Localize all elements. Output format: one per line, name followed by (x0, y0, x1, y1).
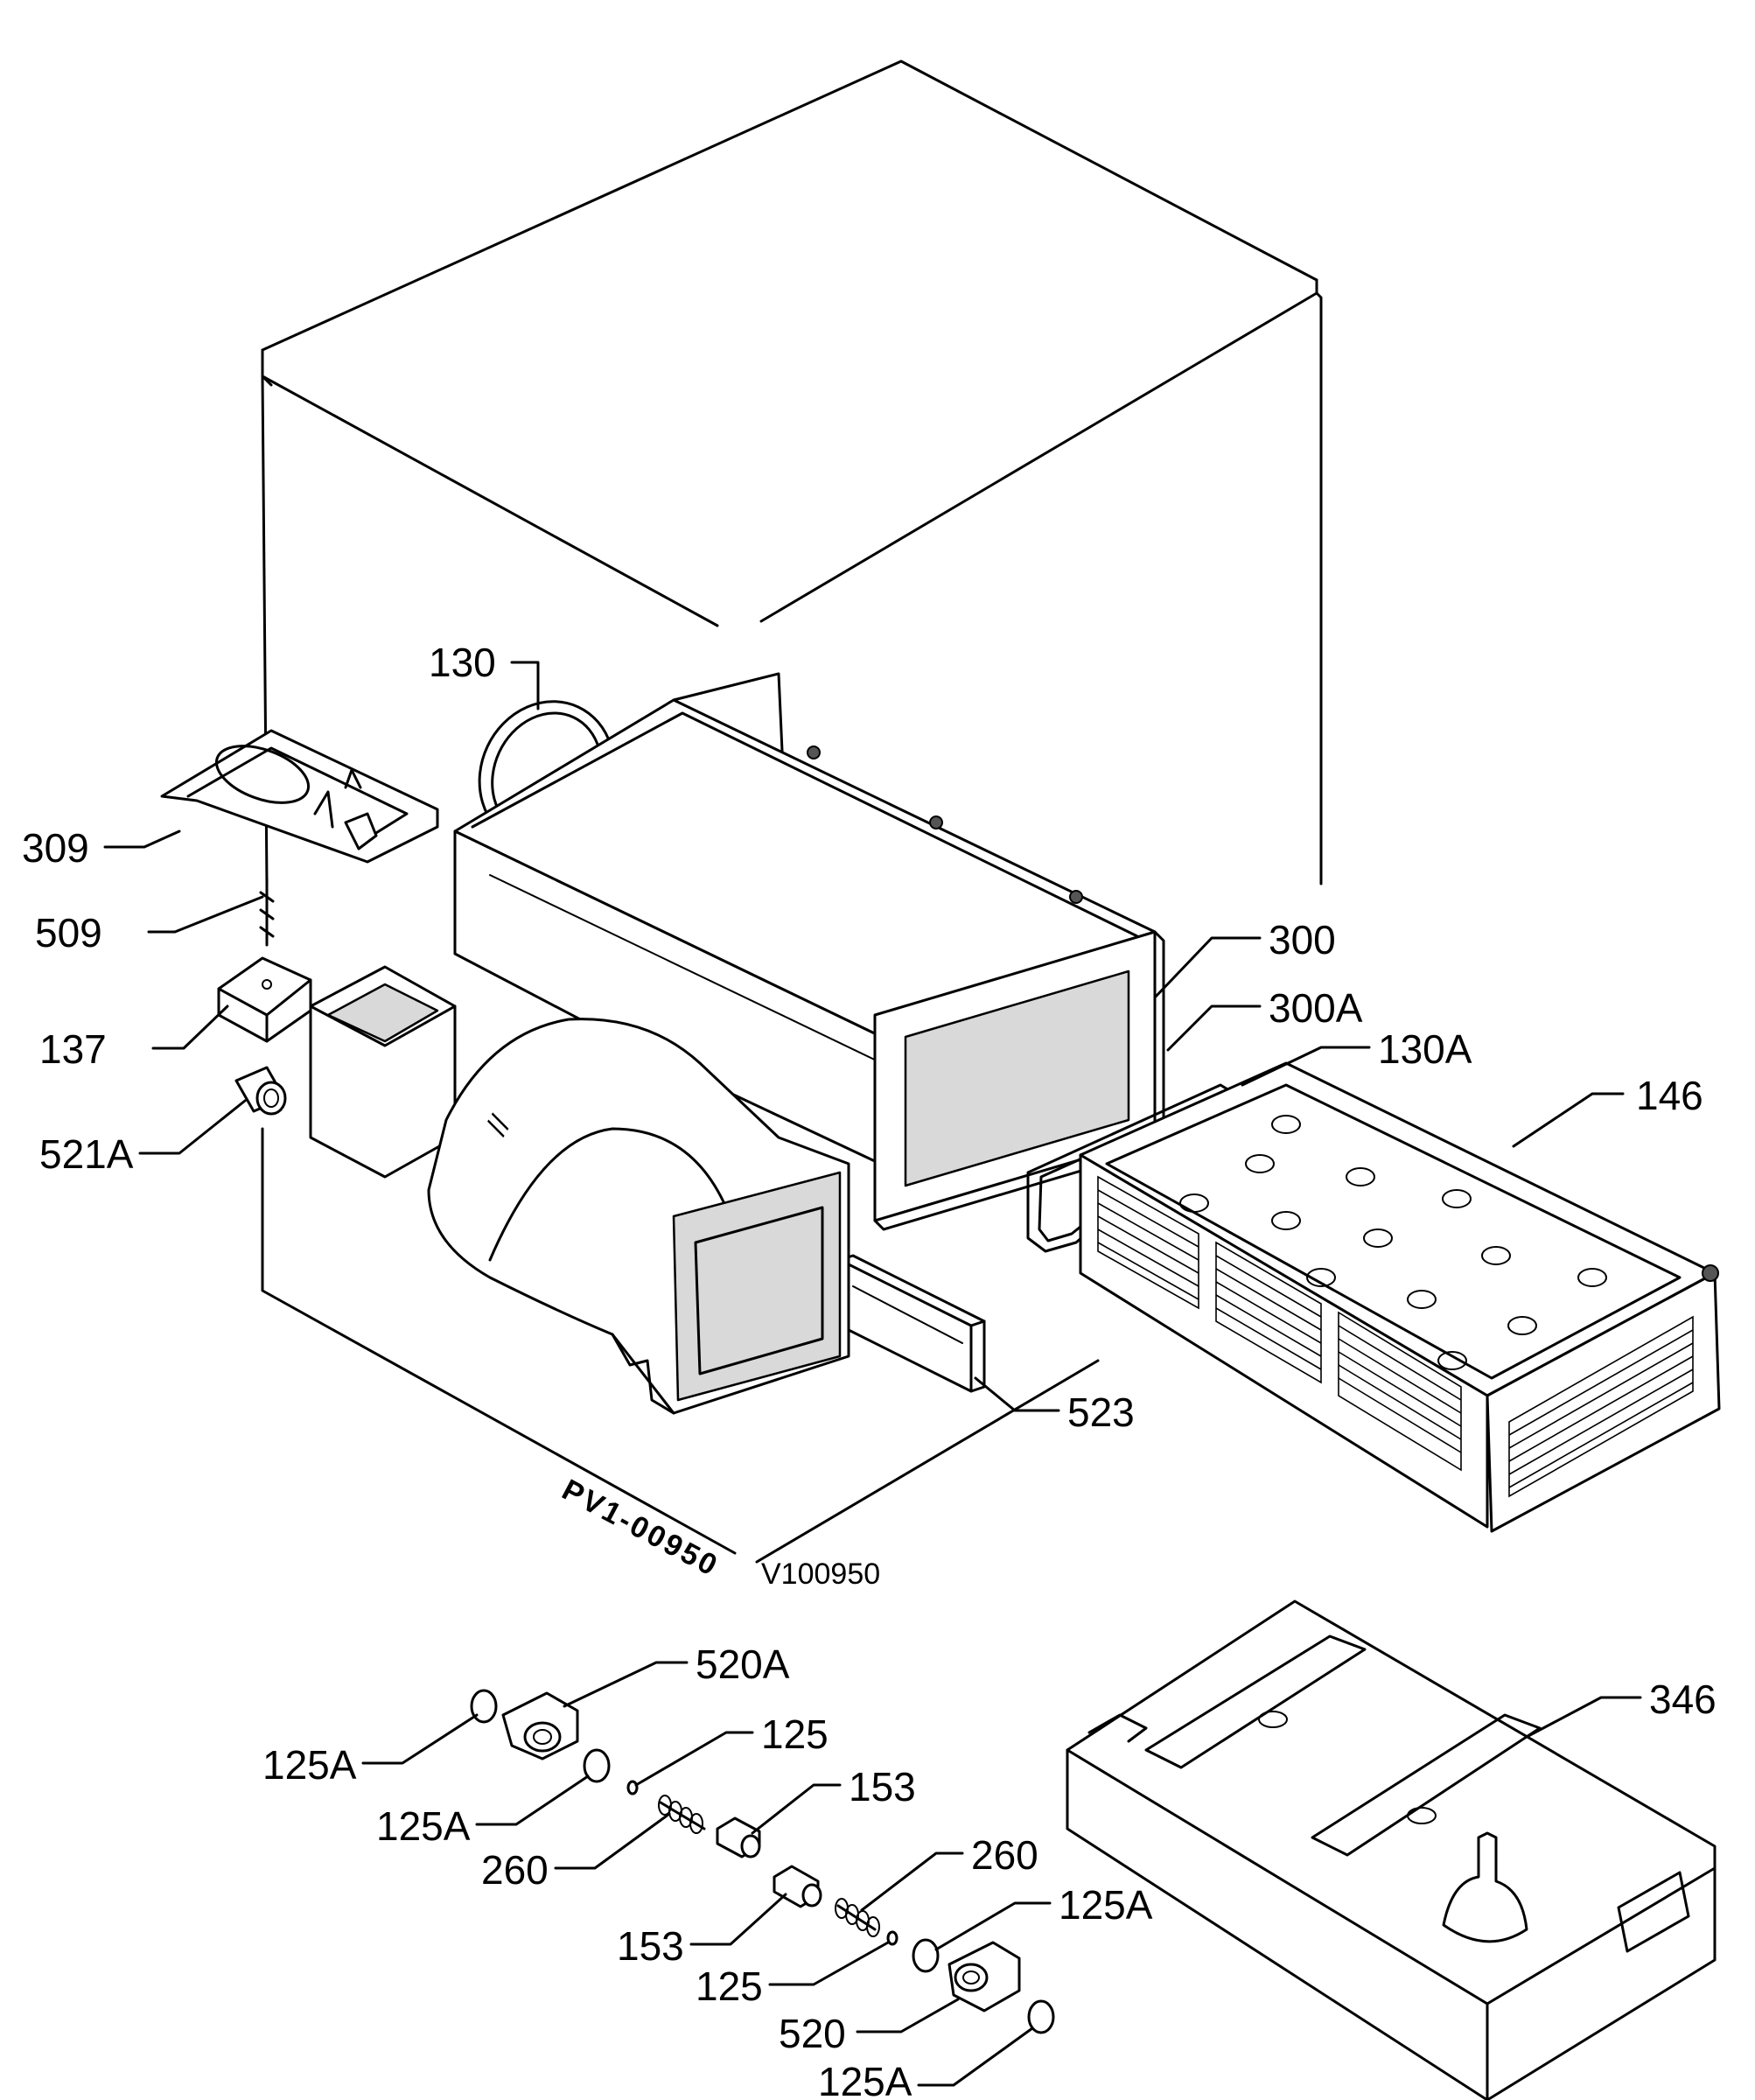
part-520-connector (947, 1941, 1021, 2012)
condenser-grille-front (1097, 1175, 1462, 1472)
callout-125A-3: 125A (1059, 1882, 1153, 1928)
callout-300: 300 (1269, 917, 1336, 962)
callout-309: 309 (22, 825, 89, 871)
part-137-block (217, 956, 312, 1043)
part-153-valve-2 (773, 1865, 822, 1908)
condenser-grille-end (1508, 1315, 1694, 1498)
part-125A-oring-2 (583, 1748, 611, 1783)
callout-125-1: 125 (761, 1712, 829, 1757)
part-309-filter-cover (160, 729, 439, 864)
part-125-oring-2 (886, 1930, 898, 1946)
part-260-spring-1 (658, 1795, 706, 1834)
callout-146: 146 (1636, 1073, 1703, 1118)
callout-153-1: 153 (849, 1764, 916, 1810)
part-153-valve-1 (716, 1816, 761, 1858)
part-air-duct-tray (309, 965, 457, 1179)
callout-137: 137 (39, 1026, 107, 1072)
callout-130A: 130A (1378, 1026, 1472, 1072)
part-346-water-container (1066, 1600, 1717, 2100)
callout-153-2: 153 (617, 1923, 684, 1969)
part-125A-oring-4 (1027, 1999, 1055, 2034)
part-300-air-duct (453, 672, 1165, 1231)
condenser-tubes (1179, 1115, 1607, 1370)
callout-260-2: 260 (971, 1832, 1038, 1878)
callout-300A: 300A (1269, 985, 1363, 1031)
part-521A-sleeve (234, 1066, 287, 1116)
part-520A-connector (501, 1691, 579, 1760)
callout-509: 509 (35, 910, 102, 956)
callout-346: 346 (1649, 1676, 1717, 1722)
part-fan-housing: // (427, 1018, 850, 1415)
callout-260-1: 260 (481, 1847, 549, 1893)
part-260-spring-2 (835, 1898, 880, 1937)
callout-523: 523 (1067, 1390, 1135, 1435)
part-509-pin (259, 878, 275, 947)
part-125-oring-1 (626, 1780, 639, 1796)
callout-520A: 520A (696, 1642, 790, 1687)
callout-labels: 130 309 509 137 521A 300 300A 130A 146 5… (22, 640, 1717, 2100)
reference-code: V100950 (761, 1558, 880, 1591)
callout-521A: 521A (39, 1131, 134, 1177)
drawing-code: PV1-00950 (556, 1474, 724, 1584)
callout-130: 130 (429, 640, 496, 685)
callout-125A-2: 125A (376, 1803, 471, 1849)
part-125A-oring-3 (912, 1938, 940, 1973)
callout-125-2: 125 (696, 1964, 763, 2009)
part-523-slide-rail (838, 1254, 986, 1393)
callout-520: 520 (779, 2011, 846, 2056)
leader-lines (103, 661, 1642, 2087)
part-125A-oring-1 (470, 1689, 498, 1724)
callout-125A-1: 125A (262, 1742, 357, 1788)
part-146-condenser (1079, 1061, 1721, 1533)
callout-125A-4: 125A (818, 2059, 912, 2100)
cabinet-outline (261, 60, 1323, 1564)
